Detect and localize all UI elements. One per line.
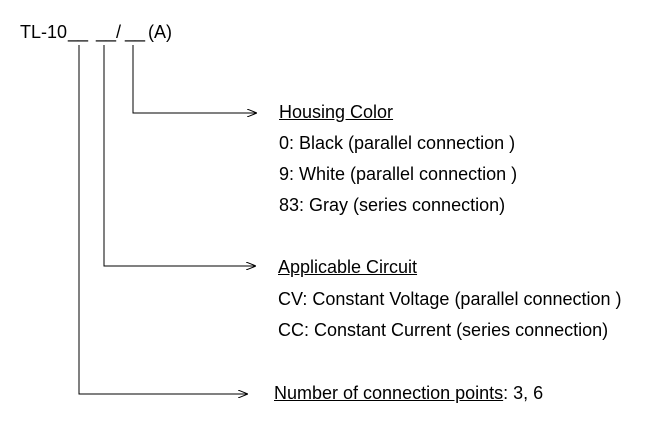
housing-color-title: Housing Color (279, 102, 394, 122)
applicable-circuit-connector (103, 45, 255, 266)
model-suffix: (A) (148, 22, 172, 42)
housing-color-option: 0: Black (parallel connection ) (279, 133, 516, 153)
model-prefix: TL-10 (20, 22, 68, 42)
model-blank-3: __ (125, 22, 146, 42)
connection-points-value: : 3, 6 (503, 383, 544, 403)
model-blank-1: __ (68, 22, 89, 42)
applicable-circuit-option: CC: Constant Current (series connection) (278, 320, 609, 340)
connection-points-title: Number of connection points (274, 383, 504, 403)
connection-points-row: Number of connection points: 3, 6 (274, 382, 543, 404)
applicable-circuit-option: CV: Constant Voltage (parallel connectio… (278, 289, 622, 309)
connection-points-connector (78, 45, 247, 394)
applicable-circuit-title: Applicable Circuit (278, 257, 418, 277)
housing-color-option: 83: Gray (series connection) (279, 195, 506, 215)
model-separator: / (116, 22, 122, 42)
housing-color-option: 9: White (parallel connection ) (279, 164, 518, 184)
housing-color-connector (132, 45, 256, 113)
model-blank-2: __ (96, 22, 117, 42)
